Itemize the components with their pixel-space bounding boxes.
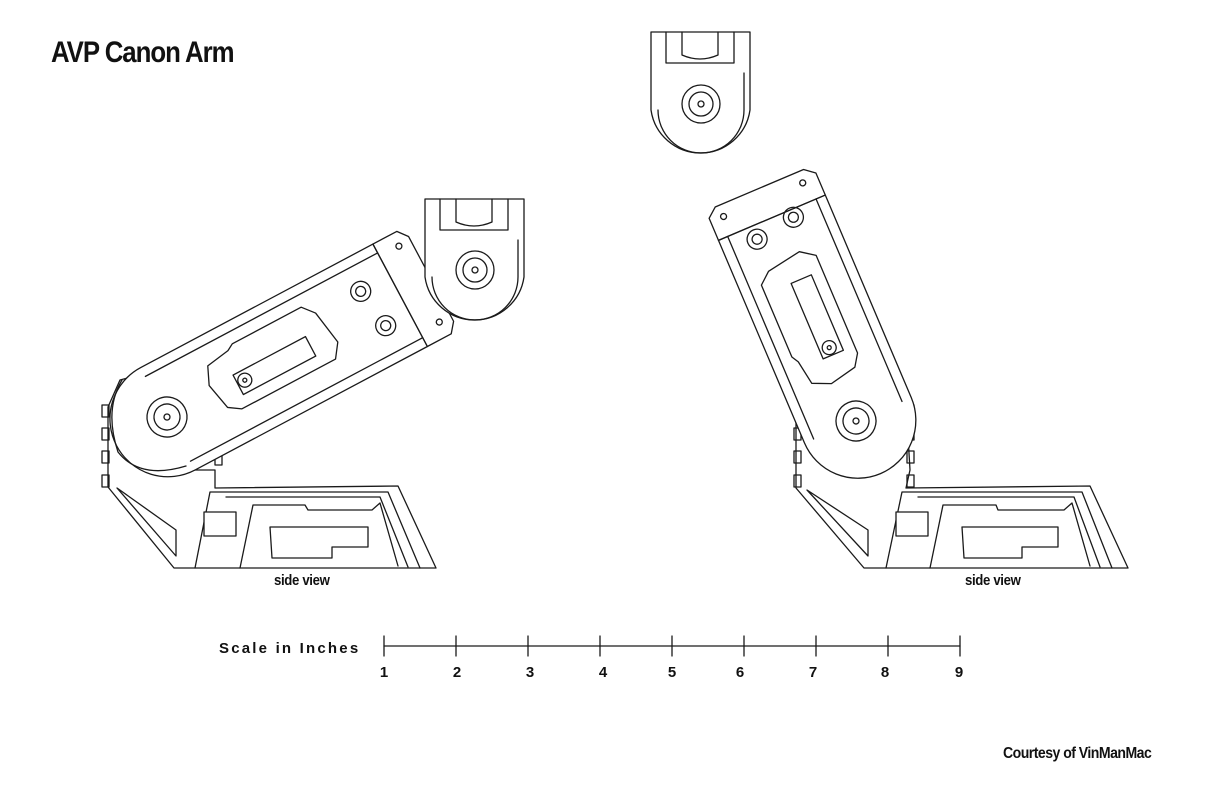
- scale-tick-label: 1: [379, 664, 389, 681]
- right-view-caption: side view: [965, 572, 1021, 589]
- left-arm-clevis: [424, 198, 525, 321]
- scale-bar: [383, 635, 961, 657]
- credit-text: Courtesy of VinManMac: [1003, 745, 1152, 762]
- left-arm-hub-arc: [111, 379, 187, 472]
- right-arm-clevis: [650, 31, 751, 154]
- left-arm-drawing: [101, 198, 525, 569]
- scale-tick-label: 5: [667, 664, 677, 681]
- left-view-caption: side view: [274, 572, 330, 589]
- scale-tick-label: 3: [525, 664, 535, 681]
- scale-tick-label: 7: [808, 664, 818, 681]
- right-arm-drawing: [650, 31, 1129, 569]
- scale-tick-label: 9: [954, 664, 964, 681]
- scale-tick-label: 4: [598, 664, 608, 681]
- scale-tick-label: 8: [880, 664, 890, 681]
- right-arm-bar: [708, 168, 917, 479]
- left-arm-base: [101, 371, 437, 569]
- left-arm-bar: [109, 230, 455, 478]
- scale-label: Scale in Inches: [219, 640, 361, 657]
- scale-tick-label: 6: [735, 664, 745, 681]
- scale-tick-label: 2: [452, 664, 462, 681]
- page-title: AVP Canon Arm: [51, 36, 235, 69]
